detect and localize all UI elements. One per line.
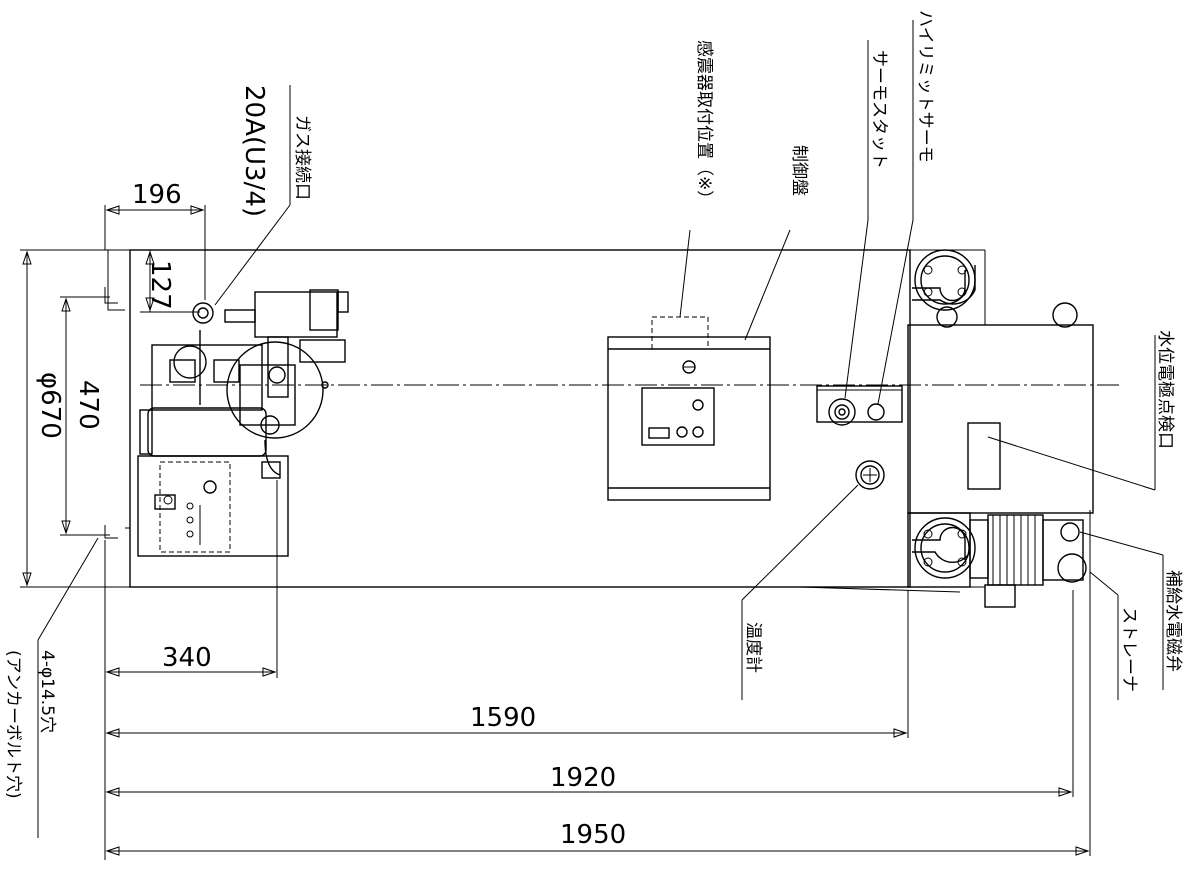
dim-1590: 1590 — [470, 703, 536, 733]
dim-670: φ670 — [35, 372, 65, 439]
dim-1920: 1920 — [550, 763, 616, 793]
label-strainer: ストレーナ — [1119, 607, 1139, 692]
label-anchor-2: (アンカーボルト穴) — [3, 650, 23, 799]
label-high-limit: ハイリミットサーモ — [915, 10, 935, 163]
burner-assembly — [137, 289, 349, 557]
label-water-level: 水位電極点検口 — [1155, 330, 1175, 449]
flange-top — [912, 249, 976, 328]
label-thermometer: 温度計 — [743, 622, 763, 673]
boiler-body — [129, 249, 911, 588]
label-thermostat: サーモスタット — [869, 50, 889, 169]
thermostat-box — [816, 385, 903, 426]
control-panel — [607, 316, 771, 501]
dim-340: 340 — [162, 643, 212, 673]
water-level-port — [967, 422, 1001, 490]
label-gas-size: 20A(U3/4) — [239, 85, 269, 217]
water-tank — [907, 324, 1094, 514]
dim-196: 196 — [132, 180, 182, 210]
dim-470: 470 — [73, 380, 103, 430]
dim-1950: 1950 — [560, 820, 626, 850]
thermometer — [855, 460, 885, 490]
dim-127: 127 — [145, 260, 175, 310]
label-solenoid: 補給水電磁弁 — [1163, 570, 1183, 672]
pump-bottom — [907, 512, 1087, 608]
label-control-panel: 制御盤 — [789, 145, 809, 196]
label-seismic: 感震器取付位置（※） — [694, 40, 714, 207]
label-gas-inlet: ガス接続口 — [292, 115, 312, 200]
label-anchor-1: 4-φ14.5穴 — [37, 650, 57, 733]
